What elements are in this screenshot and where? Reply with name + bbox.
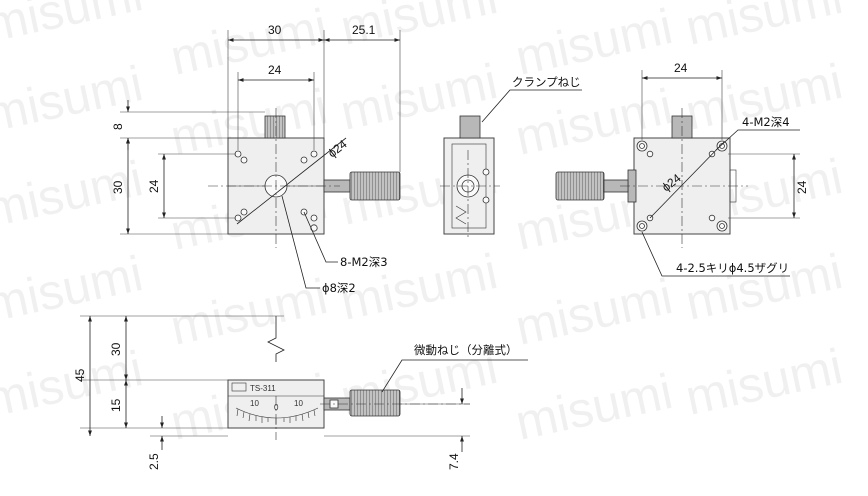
scale-left: 10 (250, 399, 259, 408)
right-dim-hole-pitch-v: 24 (795, 180, 809, 194)
right-dim-hole-pitch: 24 (674, 61, 688, 75)
watermark-text: misumi (166, 268, 333, 356)
watermark-text: misumi (511, 0, 678, 86)
clamp-knob (264, 115, 286, 139)
dim-width: 30 (268, 23, 282, 37)
micrometer-label: 微動ねじ（分離式） (414, 343, 518, 357)
right-view: 24 24 4-M2深4 ϕ24 4-2.5キリϕ4.5ザグリ (555, 61, 809, 277)
dim-knob-reach: 25.1 (352, 23, 376, 37)
dim-base: 2.5 (147, 453, 161, 470)
dim-screw-height: 7.4 (447, 453, 461, 470)
micrometer-knob (349, 171, 401, 201)
watermark-text: misumi (0, 340, 147, 428)
dim-hole-pitch-v: 24 (147, 179, 161, 193)
watermark-text: misumi (681, 338, 848, 426)
watermark-text: misumi (0, 0, 147, 53)
dim-top-offset: 8 (111, 123, 125, 130)
bore-label: ϕ8深2 (322, 281, 356, 295)
watermark-text: misumi (166, 0, 333, 86)
watermark-text: misumi (0, 245, 147, 333)
watermark-text: misumi (681, 0, 848, 56)
side-clamp-knob (459, 115, 481, 139)
dim-hole-pitch: 24 (268, 63, 282, 77)
tap-label: 8-M2深3 (340, 255, 388, 269)
watermark-text: misumi (0, 55, 147, 143)
watermark-text: misumi (511, 268, 678, 356)
dim-upper: 30 (109, 342, 123, 356)
clamp-label: クランプねじ (512, 75, 581, 89)
dim-lower: 15 (109, 398, 123, 412)
scale-right: 10 (294, 399, 303, 408)
scale-zero: 0 (274, 403, 279, 412)
model-label: TS-311 (250, 384, 276, 393)
dim-total-height: 45 (73, 368, 87, 382)
tap-label-right: 4-M2深4 (742, 115, 790, 129)
front-micrometer-knob (349, 389, 401, 417)
watermark-text: misumi (0, 150, 147, 238)
right-micrometer-knob (555, 171, 605, 201)
dim-height: 30 (111, 180, 125, 194)
watermark-text: misumi (511, 363, 678, 451)
side-view: クランプねじ (440, 75, 582, 240)
watermark-text: misumi (681, 243, 848, 331)
front-view: TS-311 10 0 10 微動ねじ（分離式） (73, 315, 528, 470)
hole-label: 4-2.5キリϕ4.5ザグリ (676, 261, 789, 275)
